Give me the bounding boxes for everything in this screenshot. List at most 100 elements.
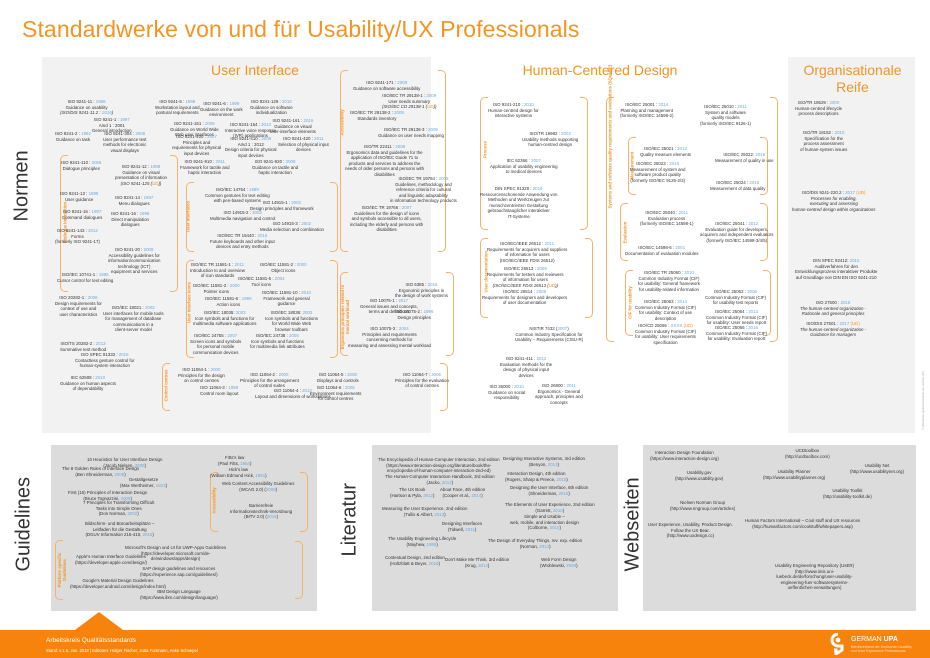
book-entry-title: The Design of Everyday Things, rev. exp.… (488, 538, 583, 543)
standard-id-line: ISO/IEC 25041 : 2012 (700, 221, 773, 227)
side-label-guidelines: Guidelines (12, 476, 35, 572)
website-entry: Interaction Design Foundation(https://ww… (650, 450, 719, 461)
standard-note-close: ) (111, 110, 114, 116)
standard-title-line: Evaluation process (648, 215, 686, 221)
standard-id: ISO/TS 20282-2 : (60, 341, 96, 346)
book-entry: Designing Interfaces(Tidwell, 2011) (442, 521, 482, 532)
bracket-label-process: Process (482, 141, 488, 158)
standard-title-line: Common Industry Format (CIF) (705, 294, 766, 300)
standard-id-line: ISO/IEC 14598-6 : 2001 (625, 245, 698, 251)
standard-id-line: ISO/IEC TR 15440 : 2016 (210, 233, 275, 239)
book-entry-title: About Face, 4th edition (440, 487, 486, 492)
standard-id-line: ISO/IEC 25063 : 2014 (635, 299, 696, 305)
paren-close: ) (451, 479, 454, 485)
guideline-entry-year: 2015 (142, 532, 153, 538)
guideline-entry-line: Leitfaden für die Gestaltung (92, 526, 147, 532)
standard-title-line: browser toolbars (275, 326, 308, 332)
standard-year: 2006 (289, 333, 299, 338)
book-entry: The Human-Computer Interaction Handbook,… (385, 474, 495, 485)
under-development-badge: (UD) (682, 323, 693, 328)
guideline-entry-source: (Bruce Tognazzini, 2008) (68, 496, 147, 502)
standard-title-line: Methoden und Werkzeugen zur (488, 197, 550, 203)
standard-note: (ISO/IEC CD 29138-1 (UD)) (382, 104, 436, 110)
standard-title-line: Common Industry Format (CIF) (706, 330, 767, 336)
standard-year: 2001 (675, 245, 686, 250)
standard-id-line: ISO 11064-5 : 2008 (317, 372, 359, 378)
book-entry-source: (Jacko, 2012) (385, 480, 495, 486)
paren-close: ) (562, 507, 565, 513)
book-entry-author: (Holtzblatt & Beyer, (389, 560, 429, 566)
book-entry-source: (Norman, 2013) (488, 544, 582, 550)
standard-id: ISO/TR 22411 : (363, 144, 396, 149)
standard-note-value: UD (427, 104, 434, 110)
guideline-entry-title: Barrierefreie (249, 503, 274, 508)
standard-title-line: and linguistic adaptability (399, 192, 448, 198)
standard-id-line: ISO/DIS 9241-220.2 : 2017 (UD) (792, 190, 875, 196)
standard-year: 2009 (285, 159, 296, 164)
book-entry-author: (Jacko, (426, 479, 442, 485)
paren-close: ) (432, 492, 435, 498)
paren-close: ) (559, 525, 561, 531)
website-entry-title: Nielsen Norman Group (680, 500, 726, 505)
standard-id: ISO/CD 25065 : (638, 323, 671, 328)
standard-title-line: Multimedia navigation and control (210, 215, 276, 221)
standard-id: ISO/IEC 25024 : (716, 180, 750, 185)
logo-subtitle-line1: Berufsverband der Deutschen Usability (851, 645, 912, 649)
book-entry-source: encyclopedia-of-human-computer-interacti… (378, 468, 500, 474)
bracket-label-uis: User interfaces (185, 200, 191, 233)
standard-year: 2011 (234, 262, 245, 267)
guideline-entry-source: (Jacob Nielsen, 2008) (87, 463, 162, 469)
standard-title-line: System and software (705, 109, 746, 115)
standard-year: 2006 (91, 160, 102, 165)
paren-close: ) (566, 476, 568, 482)
book-entry-year: 2010 (552, 507, 563, 513)
standard-id-line: ISO 14915-3 : 2002 (260, 221, 324, 227)
book-entry-author: (Wroblewski, (540, 562, 567, 568)
standard-id-line: ISO/IEC TR 29138-1 : 2009 (382, 93, 436, 99)
standard-title-line: Framework and general (263, 295, 310, 301)
website-entry-title: Usability Net (864, 463, 890, 468)
standard-id-line: ISO/IEC 18035: 2003 (193, 310, 256, 316)
standard-year: 1998 (88, 191, 99, 196)
standard-title-line: Web user interfaces (174, 132, 214, 138)
guideline-entry-title: First (16) Principles of Interaction Des… (68, 490, 148, 495)
website-entry-line: engineering-fuer-softwaresysteme- (780, 579, 849, 585)
standard-title-line: to medical devices (505, 169, 542, 175)
standard-id-line: ISO 11064-3 : 1999 (200, 385, 238, 391)
book-entry: The UX Book(Hartson & Pyla, 2012) (390, 487, 434, 498)
standard-id-line: ISO 10075-3 : 2004 (348, 326, 431, 332)
standard-title-line: of information for users (502, 277, 548, 283)
standard-year: 2012 (536, 356, 547, 361)
guideline-entry-title: Apple's Human Interface Guidelines (76, 554, 146, 559)
standard-id-line: ISO/IEC 25001 : 2014 (620, 102, 673, 108)
standard-year: 2015 (749, 180, 760, 185)
standard-title-line: of control suites (254, 383, 285, 389)
standard-title-line: for usability-related information (638, 286, 700, 292)
standard-id: ISO/IEC 11581-2 : (260, 262, 297, 267)
standard-year: 2007 (227, 333, 238, 338)
bracket-label-access: Accessibility (339, 109, 345, 136)
bracket-access (340, 70, 348, 252)
standard-title-line: for World Wide Web (271, 321, 312, 327)
guideline-entry-author: (William Edmund Hick, (210, 472, 256, 478)
standard-id-line: ISO 9241-16 : 1999 (111, 211, 149, 217)
standard-title-line: General introduction (92, 128, 132, 134)
guideline-entry-title: Gestaltgesetze (128, 477, 159, 482)
standard-title-line: input devices (183, 150, 210, 156)
standard-title-line: menschzentrierten Gestaltung (489, 202, 548, 208)
bracket-uiicons (186, 260, 194, 358)
standard-id-line: ISO/IEC TR 29138-3 : 2009 (378, 127, 444, 133)
bracket-uiicons-right (330, 260, 338, 358)
